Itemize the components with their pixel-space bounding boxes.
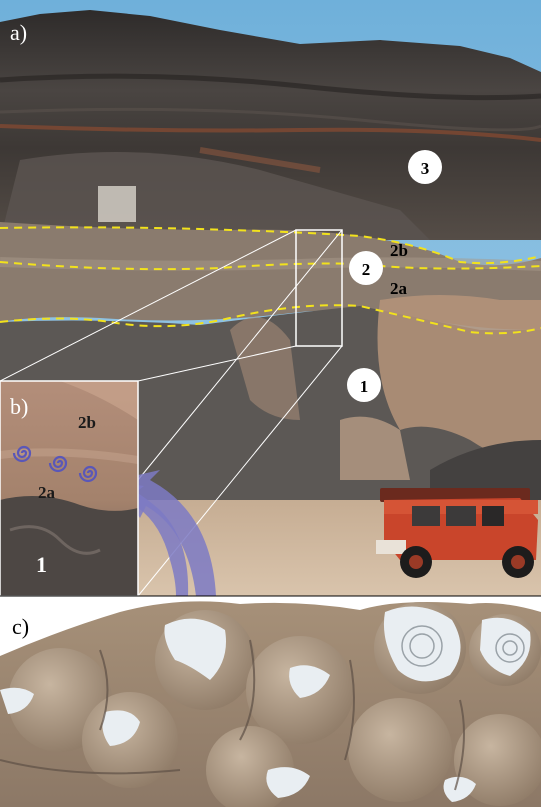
- unit-2-marker: 2: [349, 251, 383, 285]
- panel-b-label: b): [10, 394, 28, 419]
- panel-c-background: [0, 596, 541, 656]
- zoom-line-1: [0, 229, 297, 382]
- ammonite-spirals: [12, 445, 98, 483]
- unit-2a-label: 2a: [390, 279, 408, 298]
- horizon-2a-1: [0, 304, 541, 335]
- unit-3-marker: 3: [408, 150, 442, 184]
- spiral-3: [78, 465, 98, 483]
- panel-c-label: c): [12, 614, 29, 639]
- inset-unit-2b-label: 2b: [78, 413, 96, 432]
- boulder: [340, 416, 410, 480]
- spiral-1: [12, 445, 32, 463]
- zoom-line-3: [137, 229, 343, 481]
- spiral-2: [48, 455, 68, 473]
- unit-1-label: 1: [360, 377, 369, 396]
- shell-patches: [0, 606, 531, 802]
- inset-unit-1-label: 1: [36, 552, 47, 577]
- curved-arrow-body: [116, 470, 216, 596]
- zoom-line-2: [137, 345, 297, 382]
- panel-c-fossil-closeup: c): [0, 596, 541, 807]
- panel-b-inset: b) 2b 2a 1: [0, 381, 138, 596]
- panel-a-quarry-photo: a) 3 2 2b 2a 1: [0, 0, 541, 597]
- land-rover-vehicle: [376, 488, 538, 578]
- zoom-box: [295, 229, 343, 347]
- horizon-2b-2a: [0, 261, 541, 271]
- panel-a-label: a): [10, 20, 27, 45]
- pale-block: [98, 186, 136, 222]
- unit-2-label: 2: [362, 260, 371, 279]
- unit-3-label: 3: [421, 159, 430, 178]
- unit-2b-label: 2b: [390, 241, 408, 260]
- tan-rock-face: [377, 295, 541, 470]
- inset-unit-2a-label: 2a: [38, 483, 56, 502]
- unit-1-marker: 1: [347, 368, 381, 402]
- red-band: [0, 124, 541, 142]
